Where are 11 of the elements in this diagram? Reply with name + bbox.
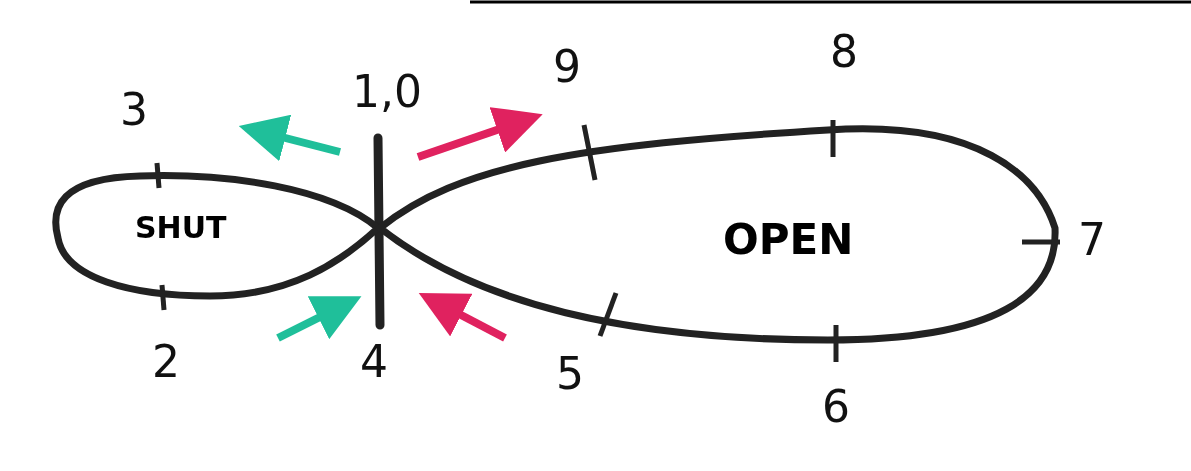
position-number: 4 [360, 340, 388, 384]
position-number: 5 [556, 352, 584, 396]
position-number: 1,0 [352, 70, 422, 114]
position-number: 7 [1078, 218, 1106, 262]
loop-label: SHUT [135, 210, 227, 245]
position-number: 3 [120, 88, 148, 132]
position-number: 9 [553, 45, 581, 89]
position-number: 8 [830, 30, 858, 74]
position-number: 2 [152, 340, 180, 384]
position-number: 6 [822, 385, 850, 429]
loop-label: OPEN [723, 215, 854, 264]
